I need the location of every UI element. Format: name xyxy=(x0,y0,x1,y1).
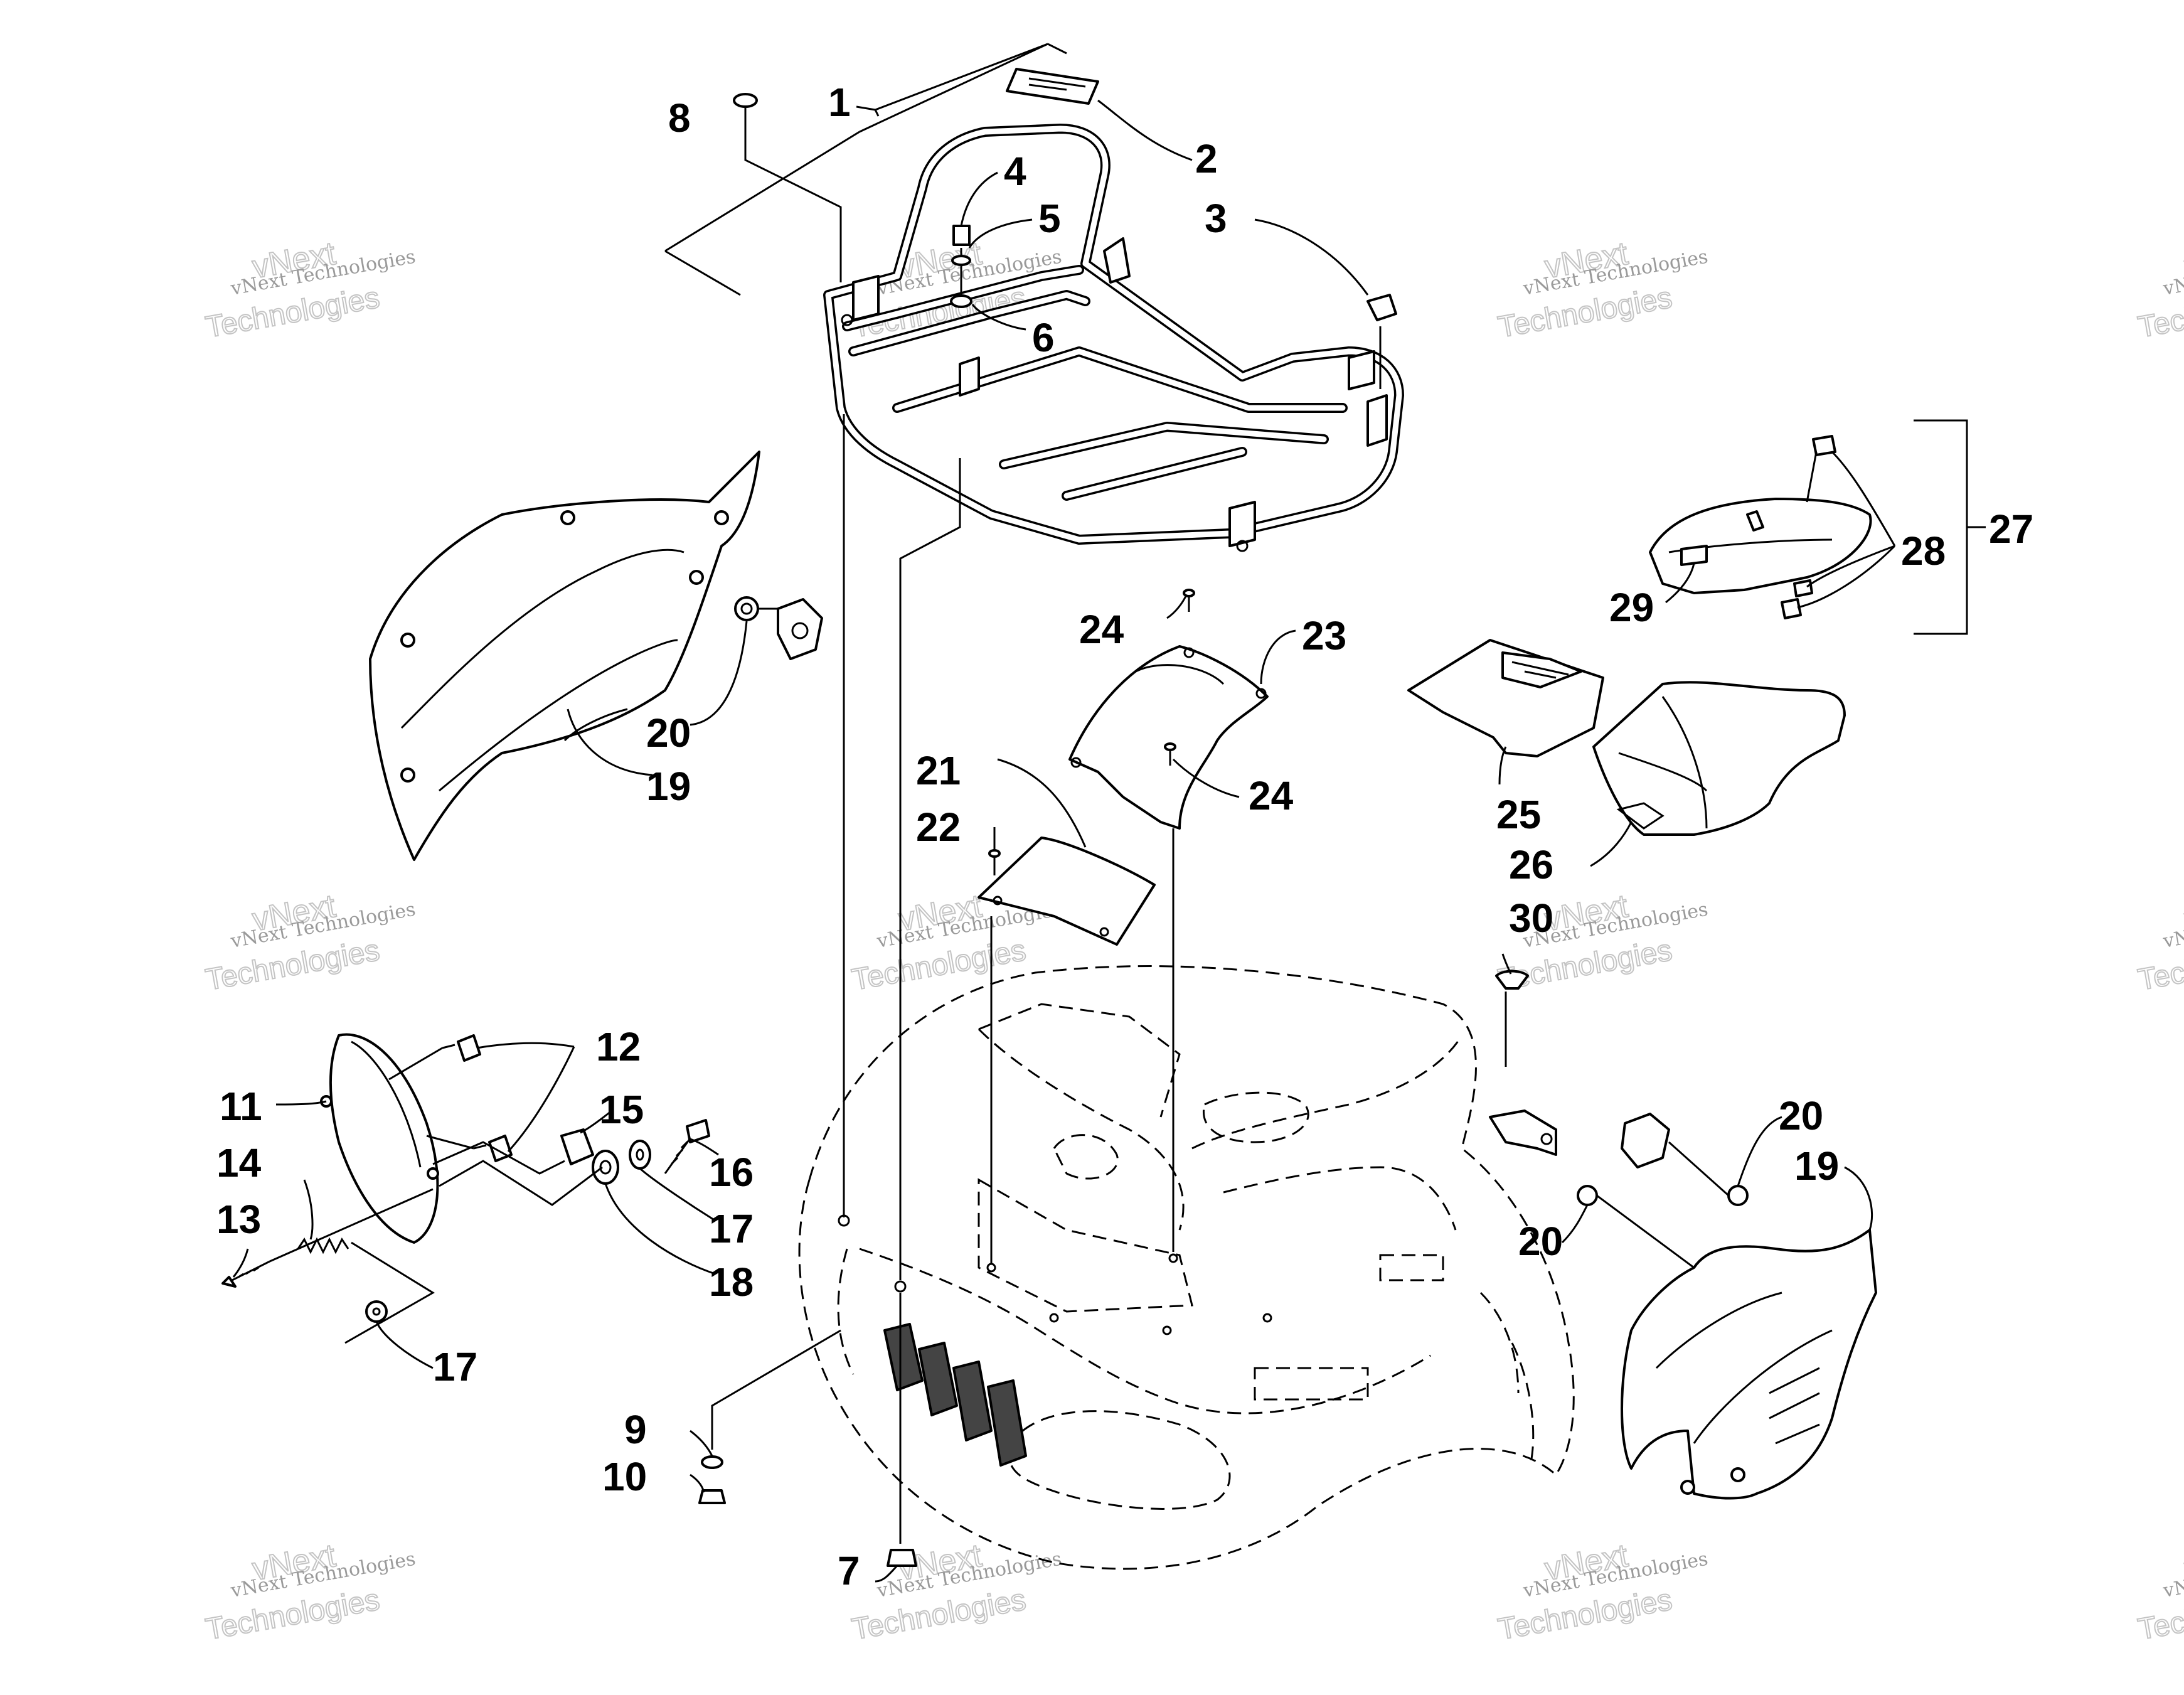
access-cover xyxy=(977,837,1156,946)
callout-23: 23 xyxy=(1302,613,1346,658)
callout-17-upper: 17 xyxy=(709,1206,754,1251)
callout-24-upper: 24 xyxy=(1079,607,1124,652)
storage-box xyxy=(1592,681,1846,836)
callout-20-right-upper: 20 xyxy=(1779,1093,1823,1138)
callout-6: 6 xyxy=(1032,315,1055,360)
storage-cover-assembly xyxy=(1649,435,1872,619)
callout-20-left: 20 xyxy=(646,710,691,756)
callout-8: 8 xyxy=(668,95,691,141)
lock-nut xyxy=(777,598,823,660)
watermark: vNext vNext Technologies Technologies xyxy=(203,235,417,345)
front-fender-body xyxy=(798,965,1575,1570)
svg-text:vNext Technologies: vNext Technologies xyxy=(2161,899,2184,953)
watermark: vNext vNext Technologies Technologies xyxy=(1495,235,1710,345)
svg-text:vNext Technologies: vNext Technologies xyxy=(2161,246,2184,300)
callout-25: 25 xyxy=(1496,792,1541,837)
callout-18: 18 xyxy=(709,1259,754,1305)
watermarks: vNext vNext Technologies Technologies vN… xyxy=(203,235,2184,1647)
callout-15: 15 xyxy=(599,1087,644,1132)
bolt xyxy=(733,93,758,122)
callout-10: 10 xyxy=(602,1454,647,1499)
callout-17-lower: 17 xyxy=(433,1344,477,1389)
callout-2: 2 xyxy=(1195,136,1218,181)
callout-11: 11 xyxy=(220,1084,262,1129)
watermark: vNext vNext Technologies Technologies xyxy=(203,887,417,998)
lock-nut xyxy=(1621,1113,1670,1168)
watermark: vNext vNext Technologies Technologies xyxy=(849,1537,1063,1647)
right-side-panel xyxy=(1621,1229,1877,1500)
callout-22: 22 xyxy=(916,805,961,850)
push-rivet xyxy=(1164,742,1176,766)
callout-3: 3 xyxy=(1205,196,1227,241)
fastener-stack xyxy=(950,225,972,308)
callout-13: 13 xyxy=(216,1197,261,1242)
svg-text:Technologies: Technologies xyxy=(1496,281,1675,345)
callout-12: 12 xyxy=(596,1024,641,1069)
callout-19-right: 19 xyxy=(1794,1143,1839,1189)
grommet xyxy=(734,596,759,621)
headlight-bezel xyxy=(320,1033,439,1244)
push-rivet xyxy=(1183,589,1195,612)
callout-7: 7 xyxy=(838,1548,860,1593)
callout-1: 1 xyxy=(828,80,851,125)
grille xyxy=(883,1323,1027,1467)
callout-19-left: 19 xyxy=(646,764,691,809)
center-panel xyxy=(1068,645,1269,830)
svg-text:Technologies: Technologies xyxy=(1496,934,1675,997)
grommet xyxy=(592,1150,619,1185)
svg-text:Technologies: Technologies xyxy=(203,934,382,997)
grommet xyxy=(1727,1185,1749,1206)
callout-29: 29 xyxy=(1609,585,1654,630)
watermark: vNext vNext Technologies Technologies xyxy=(2135,235,2184,345)
push-rivet xyxy=(988,849,1001,875)
bolt xyxy=(664,1119,710,1174)
svg-text:Technologies: Technologies xyxy=(1496,1583,1675,1647)
watermark: vNext vNext Technologies Technologies xyxy=(1495,1537,1710,1647)
callout-24-lower: 24 xyxy=(1249,773,1294,818)
watermark: vNext vNext Technologies Technologies xyxy=(2135,887,2184,998)
nut xyxy=(698,1489,726,1504)
callout-4: 4 xyxy=(1004,149,1026,194)
callout-21: 21 xyxy=(916,748,961,793)
front-rack xyxy=(823,124,1404,552)
callout-5: 5 xyxy=(1038,196,1061,241)
watermark: vNext vNext Technologies Technologies xyxy=(203,1537,417,1647)
callout-20-right-lower: 20 xyxy=(1518,1219,1563,1264)
callout-16: 16 xyxy=(709,1150,754,1195)
svg-text:Technologies: Technologies xyxy=(203,281,382,345)
svg-text:Technologies: Technologies xyxy=(850,1583,1028,1647)
callout-9: 9 xyxy=(624,1407,647,1452)
washer xyxy=(365,1300,388,1323)
left-side-panel xyxy=(369,451,760,861)
callouts: 1 2 3 4 5 6 7 8 9 10 11 12 13 14 15 16 1… xyxy=(216,80,2033,1593)
svg-text:Technologies: Technologies xyxy=(850,934,1028,997)
callout-26: 26 xyxy=(1509,842,1553,887)
leader-lines xyxy=(232,43,1986,1583)
adjusting-screw xyxy=(221,1260,270,1288)
watermark: vNext vNext Technologies Technologies xyxy=(2135,1537,2184,1647)
nut xyxy=(887,1549,917,1567)
screw xyxy=(442,1034,481,1062)
svg-text:Technologies: Technologies xyxy=(203,1583,382,1647)
storage-lid xyxy=(1407,639,1604,757)
svg-text:vNext Technologies: vNext Technologies xyxy=(2161,1548,2184,1602)
push-rivet xyxy=(1366,294,1397,321)
grommet xyxy=(1577,1185,1598,1206)
push-rivet xyxy=(1495,970,1529,990)
callout-27: 27 xyxy=(1989,506,2033,552)
callout-14: 14 xyxy=(216,1140,262,1185)
decal xyxy=(1006,68,1099,105)
adjuster-nut xyxy=(560,1128,594,1165)
callout-28: 28 xyxy=(1901,528,1946,574)
washer xyxy=(701,1455,723,1469)
washer xyxy=(629,1140,651,1170)
callout-30: 30 xyxy=(1509,896,1553,941)
spring xyxy=(297,1237,349,1254)
